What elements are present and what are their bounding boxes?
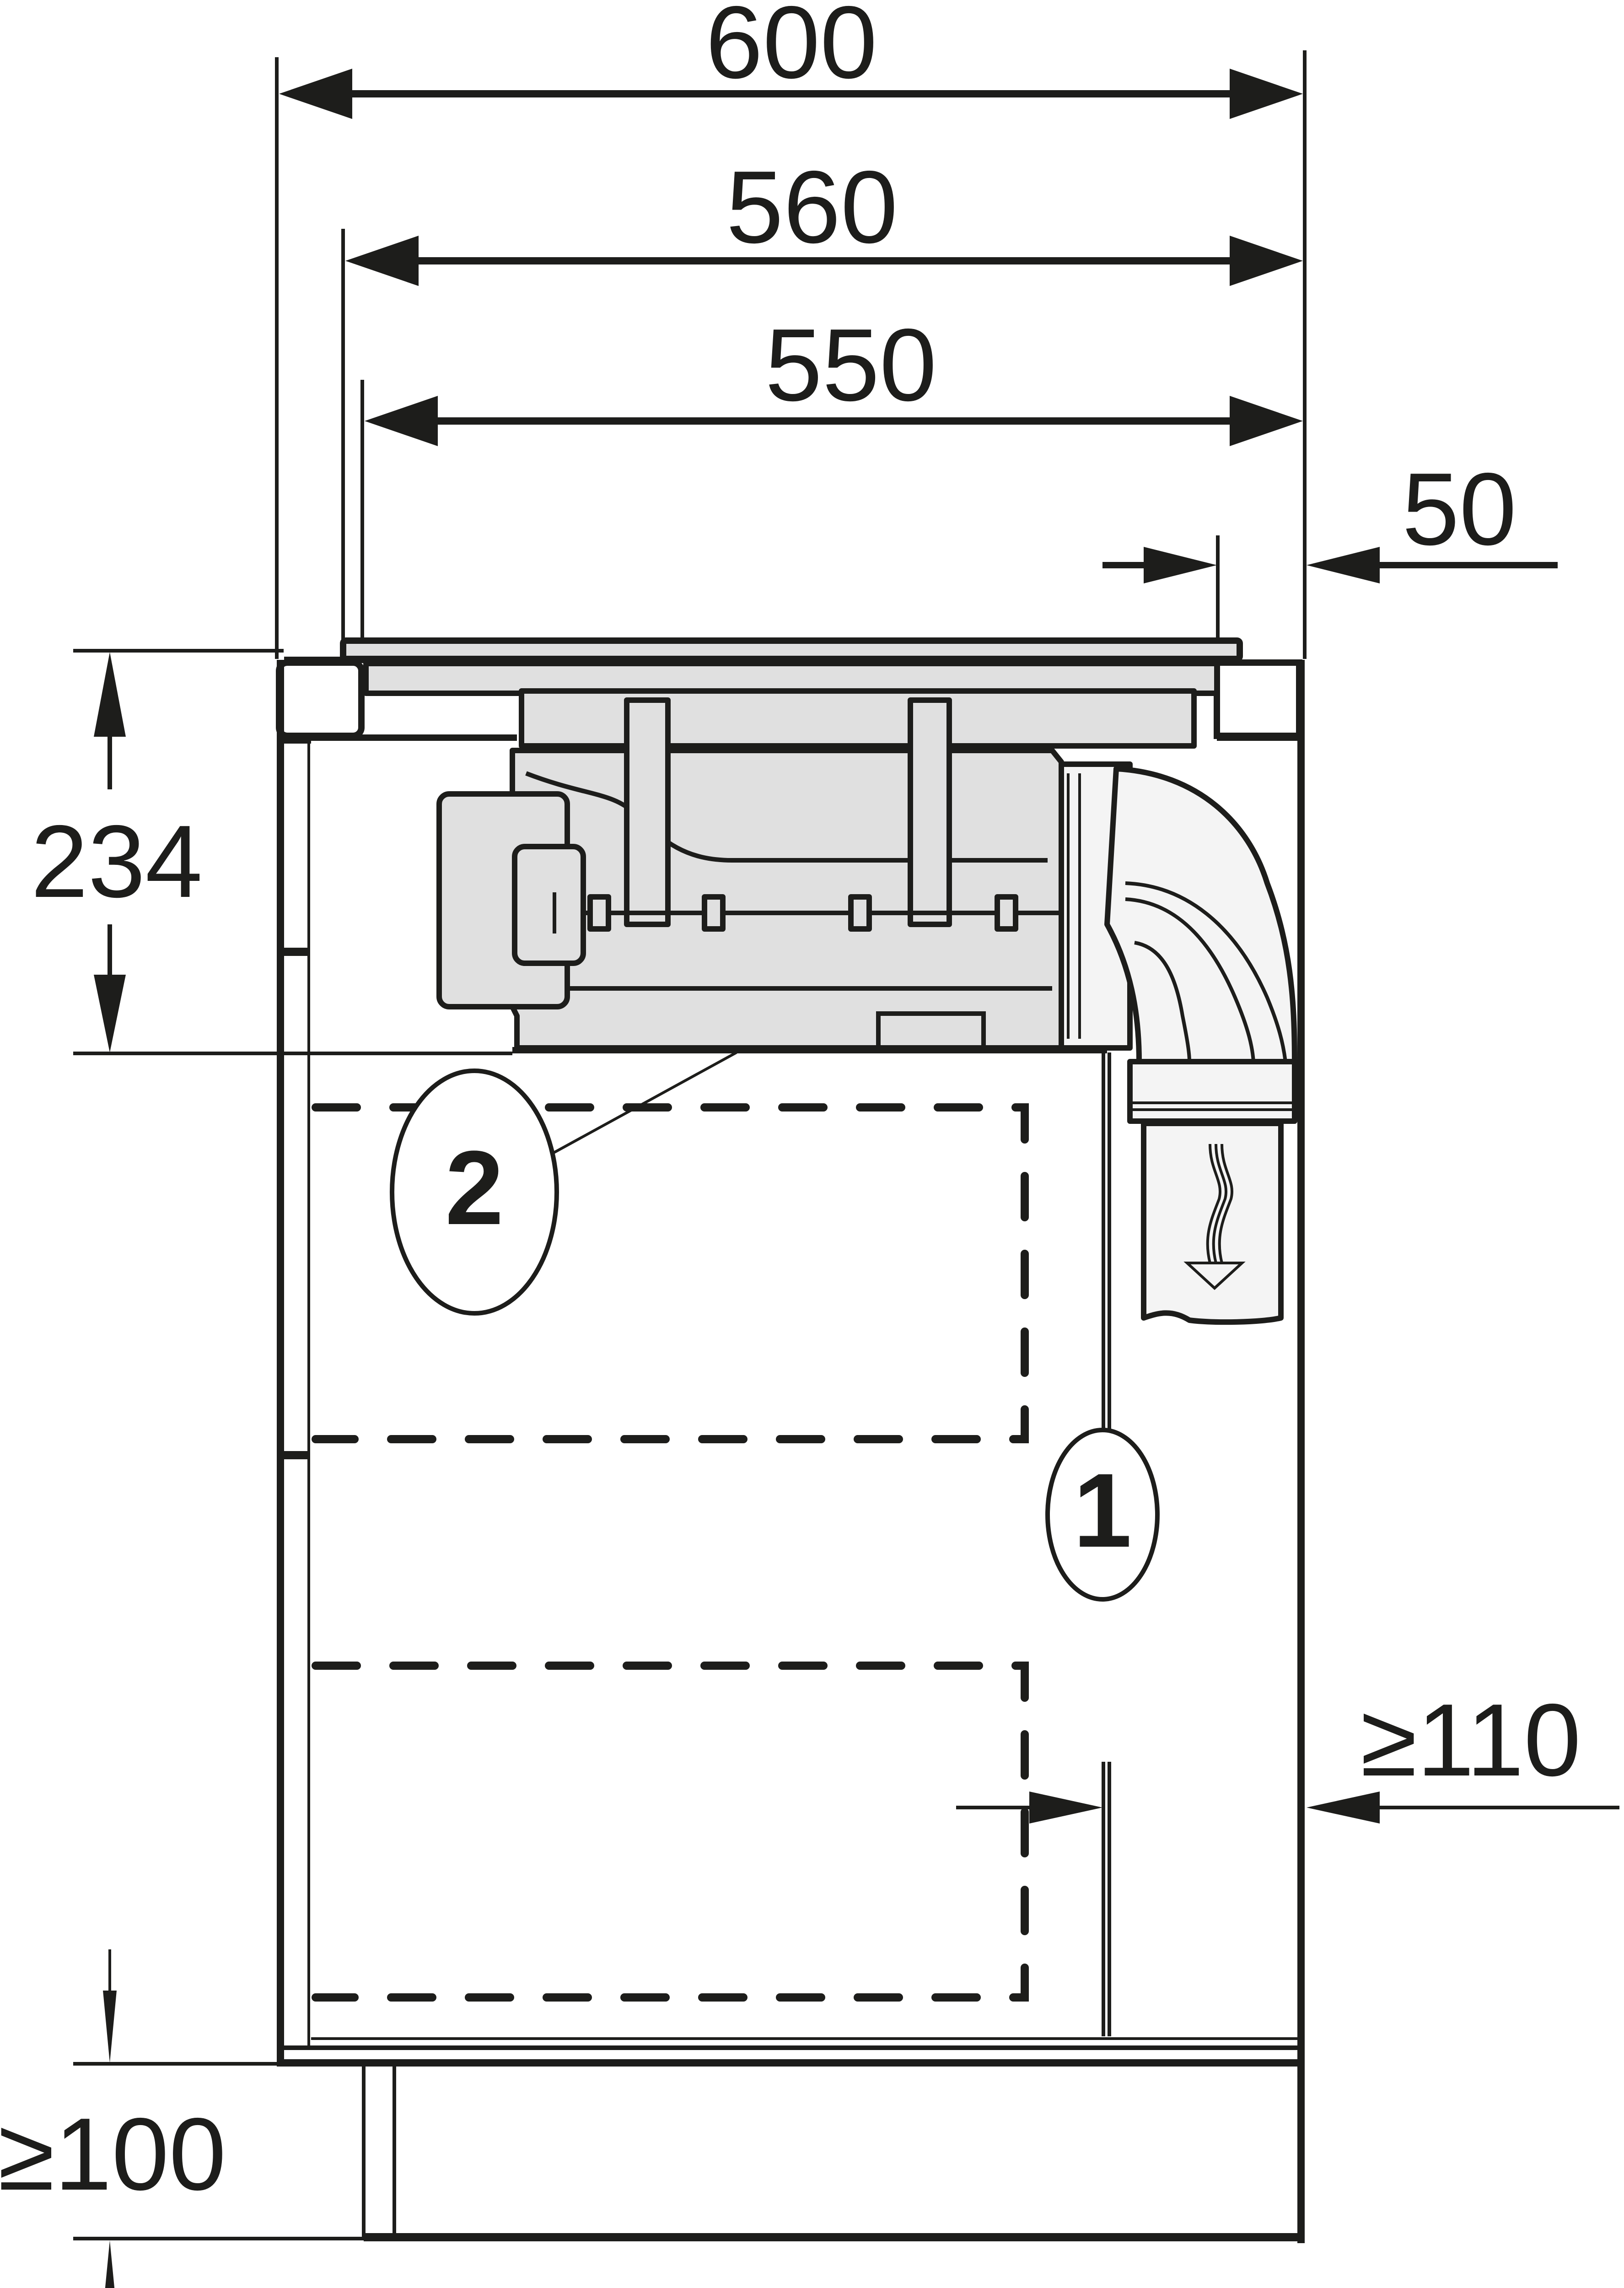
dimension-234: 234 (31, 649, 512, 1055)
dimension-50: 50 (1102, 451, 1558, 659)
cabinet-body (276, 657, 1305, 2243)
dimension-600: 600 (275, 0, 1307, 659)
callout-label-2: 2 (445, 1129, 504, 1247)
dimension-label-560: 560 (726, 149, 898, 264)
callout-label-1: 1 (1073, 1452, 1132, 1569)
airflow-arrow-icon (1183, 1144, 1246, 1290)
dimension-plinth: ≥100 (0, 1949, 364, 2288)
callout-2: 2 (390, 1051, 737, 1316)
extractor-unit (363, 661, 1220, 1053)
dimension-550: 550 (360, 307, 1303, 650)
dimension-label-rear-clearance: ≥110 (1361, 1682, 1581, 1797)
dimension-rear-clearance: ≥110 (956, 1682, 1619, 1824)
dimension-label-234: 234 (31, 804, 202, 919)
callout-1: 1 (1045, 1428, 1160, 1762)
dimension-label-plinth: ≥100 (0, 2096, 226, 2212)
duct-elbow (1059, 761, 1297, 1325)
dimension-label-600: 600 (705, 0, 877, 100)
plinth (362, 2066, 1305, 2241)
drawer-outlines (312, 1103, 1029, 2002)
dimension-560: 560 (341, 149, 1303, 650)
cooktop-glass (340, 637, 1243, 662)
dimension-label-550: 550 (765, 307, 936, 422)
clip-row (587, 894, 1018, 932)
dimension-label-50: 50 (1402, 451, 1516, 567)
